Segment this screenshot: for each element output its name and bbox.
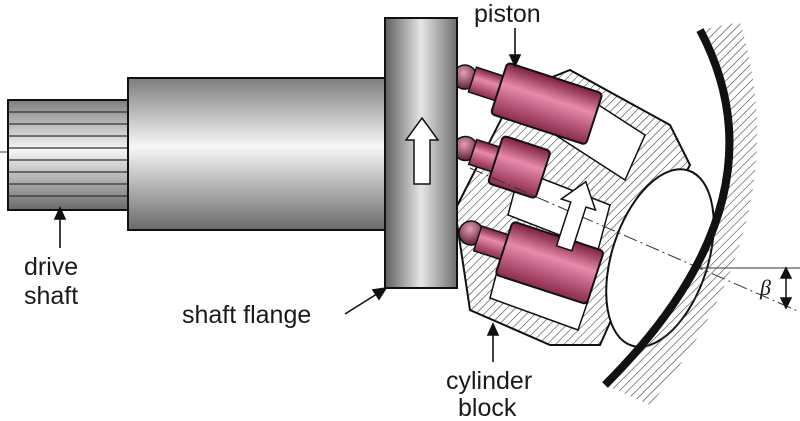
block-rotation-arrow	[555, 180, 597, 252]
angle-beta-label: β	[759, 275, 771, 300]
flange-rotation-arrow	[404, 116, 440, 185]
piston-top	[452, 62, 603, 145]
cylinder-block-label-line2: block	[458, 394, 517, 421]
angle-indicator	[779, 266, 793, 310]
drive-shaft-label-line1: drive	[24, 253, 78, 281]
drive-shaft-spline	[7, 99, 129, 211]
block-centerline	[469, 167, 800, 313]
cylinder-block-label-line1: cylinder	[446, 367, 532, 395]
piston-label: piston	[474, 0, 541, 28]
drive-shaft-label-line2: shaft	[24, 282, 78, 310]
piston-bottom	[458, 220, 604, 305]
drive-shaft-body	[127, 77, 391, 231]
leader-lines	[53, 28, 522, 362]
shaft-flange-label: shaft flange	[182, 301, 311, 329]
pump-housing	[602, 22, 758, 405]
piston-middle	[452, 135, 551, 199]
